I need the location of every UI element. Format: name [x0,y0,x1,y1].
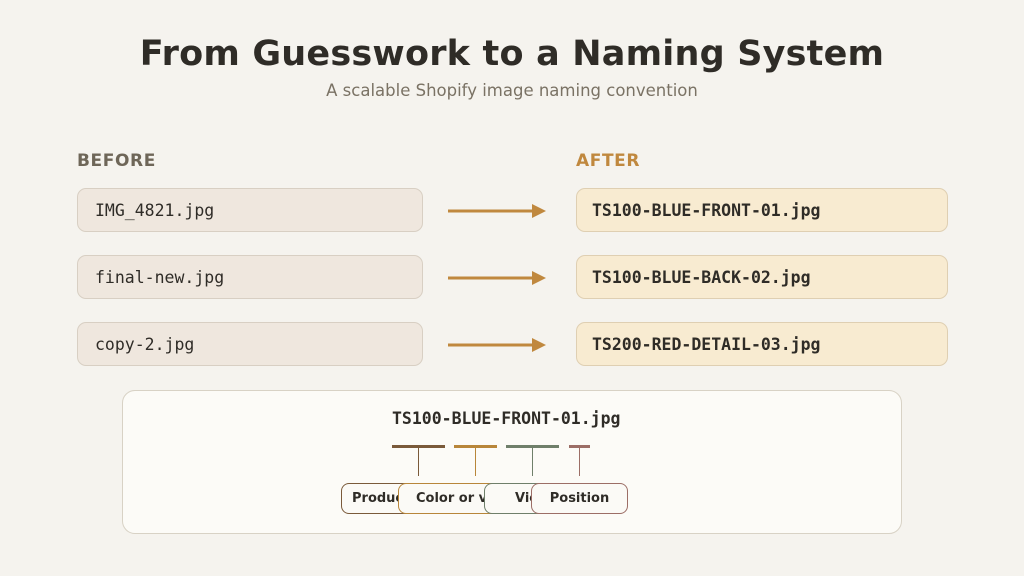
before-filename: final-new.jpg [95,267,225,287]
after-filename: TS100-BLUE-BACK-02.jpg [592,267,811,287]
after-filename: TS100-BLUE-FRONT-01.jpg [592,200,821,220]
after-filename-box: TS100-BLUE-BACK-02.jpg [576,255,948,299]
example-filename: TS100-BLUE-FRONT-01.jpg [392,409,621,428]
view-segment-bar [506,445,559,448]
before-filename-box: final-new.jpg [77,255,423,299]
page-subtitle: A scalable Shopify image naming conventi… [326,81,698,100]
before-filename-box: IMG_4821.jpg [77,188,423,232]
after-filename: TS200-RED-DETAIL-03.jpg [592,334,821,354]
position-connector-line [579,448,580,476]
after-column-label: AFTER [576,151,641,171]
position-segment-bar [569,445,590,448]
before-filename: IMG_4821.jpg [95,200,215,220]
color-connector-line [475,448,476,476]
view-connector-line [532,448,533,476]
product-segment-bar [392,445,445,448]
after-filename-box: TS200-RED-DETAIL-03.jpg [576,322,948,366]
before-filename: copy-2.jpg [95,334,195,354]
page-title: From Guesswork to a Naming System [139,34,885,74]
after-filename-box: TS100-BLUE-FRONT-01.jpg [576,188,948,232]
color-segment-bar [454,445,497,448]
product-connector-line [418,448,419,476]
arrow-right-icon [448,270,546,286]
before-filename-box: copy-2.jpg [77,322,423,366]
arrow-right-icon [448,337,546,353]
position-segment-label: Position [531,483,628,514]
before-column-label: BEFORE [77,151,156,171]
arrow-right-icon [448,203,546,219]
